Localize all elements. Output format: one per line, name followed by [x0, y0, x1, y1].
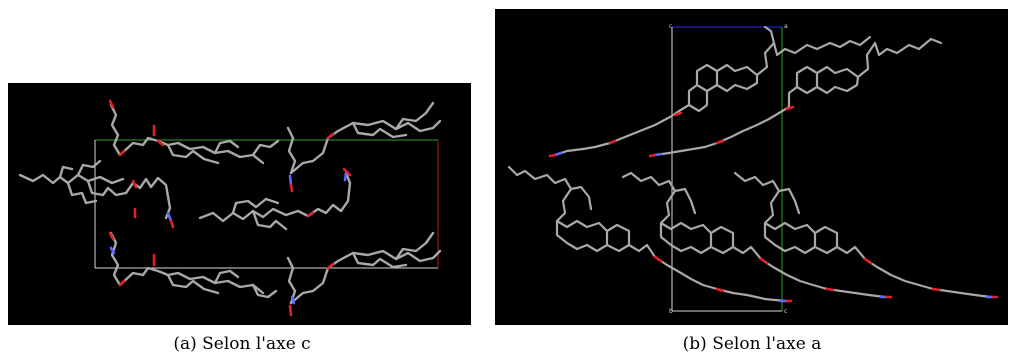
figure-caption-text-a: Selon l'axe c [202, 334, 311, 354]
molecules-a [18, 101, 442, 305]
figure-caption-a: (a) Selon l'axe c [173, 334, 310, 354]
molecular-structure-a [18, 99, 442, 317]
figure-label-a: (a) [173, 334, 197, 354]
cell-label-top-right: a [784, 23, 788, 30]
figure-caption-text-b: Selon l'axe a [712, 334, 822, 354]
crystal-packing-view-a: c a b c [495, 9, 1008, 325]
unit-cell-a [94, 139, 439, 269]
molecules-b [507, 25, 993, 303]
cell-axis-labels-b: c a b c [669, 23, 788, 315]
cell-label-origin: c [669, 23, 672, 30]
heteroatoms-a [108, 99, 352, 317]
crystal-packing-view-c [8, 83, 471, 325]
unit-cell-b [671, 26, 783, 312]
cell-label-bottom-right: c [784, 308, 787, 315]
molecular-structure-b: c a b c [507, 23, 999, 315]
figure-caption-b: (b) Selon l'axe a [683, 334, 822, 354]
cell-label-bottom-left: b [669, 308, 673, 315]
heteroatoms-b [548, 105, 999, 303]
figure-label-b: (b) [682, 334, 707, 354]
